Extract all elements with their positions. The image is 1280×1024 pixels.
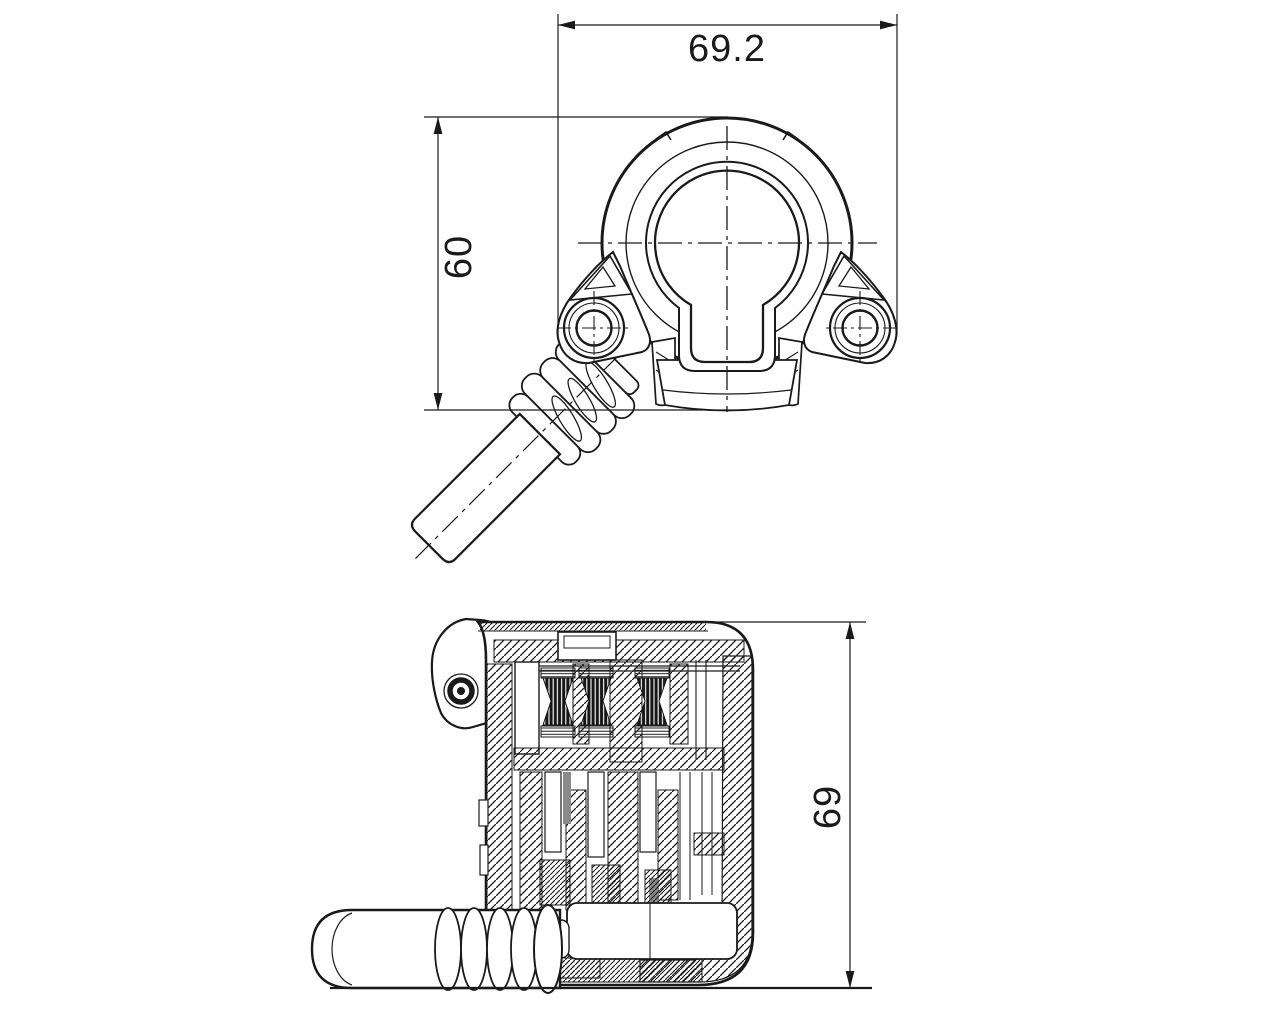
arrowhead <box>433 393 443 410</box>
hinge-hole-center <box>457 687 465 695</box>
hatch-column <box>669 663 689 745</box>
contact-pin <box>563 772 571 824</box>
section-view <box>310 617 755 994</box>
left-wall-bump <box>479 844 489 876</box>
front-cable-gland <box>410 334 640 564</box>
tube-ring <box>460 907 488 991</box>
arrowhead <box>433 117 443 134</box>
pin-channel <box>587 771 605 858</box>
dimension-value-height69: 69 <box>807 785 849 829</box>
terminal-seat <box>591 864 621 906</box>
bellows-ring-hole <box>567 377 598 423</box>
section-interior <box>513 659 738 960</box>
tube-ring <box>434 907 462 991</box>
mounting-ear-right <box>803 250 898 365</box>
dimension-annotations: 69.2 60 69 <box>330 14 898 990</box>
cable-centerline <box>410 354 620 564</box>
small-hatch-block <box>693 832 725 856</box>
pin-channel <box>639 771 657 853</box>
arrowhead <box>880 20 897 30</box>
mounting-ear-left <box>556 250 651 365</box>
left-wall-bump <box>478 799 489 827</box>
tube-end-arc <box>331 912 353 986</box>
dimension-body-height: 60 <box>424 116 732 411</box>
bottom-cavity <box>566 902 738 960</box>
terminal-block <box>519 771 543 913</box>
cap-hatch-band <box>493 639 745 663</box>
tube-collar <box>533 904 563 994</box>
latch-window-inner <box>563 635 611 649</box>
front-view <box>410 116 898 564</box>
dimension-value-width: 69.2 <box>688 28 766 70</box>
contact-spring-2 <box>578 667 614 738</box>
section-cable-tube <box>310 904 563 994</box>
dimension-overall-width: 69.2 <box>557 14 898 335</box>
contact-spring-1 <box>540 667 576 738</box>
bellows-ring-hole <box>551 395 583 442</box>
arrowhead <box>558 20 575 30</box>
mid-ledge <box>513 747 725 771</box>
terminal-seat <box>644 869 672 909</box>
top-tick-strip <box>480 623 706 631</box>
arrowhead <box>845 622 855 639</box>
dimension-value-height60: 60 <box>438 235 480 279</box>
lid-notch-right <box>782 130 799 141</box>
terminal-seat <box>539 859 571 906</box>
tube-ring <box>486 907 514 991</box>
pin-channel <box>544 771 562 853</box>
ear-gusset-cutout <box>583 265 617 290</box>
bottom-band <box>539 957 703 983</box>
contact-spring-3 <box>634 667 670 738</box>
lid-notch-left <box>655 130 672 141</box>
hinge-hole-ring <box>447 677 475 705</box>
dimension-overall-height: 69 <box>330 621 872 990</box>
ear-gusset-cutout <box>837 265 871 290</box>
arrowhead <box>845 971 855 988</box>
left-wall-hatch <box>486 663 513 920</box>
hinge-tab <box>430 617 502 730</box>
ear-gusset <box>820 254 886 301</box>
inner-channel <box>514 661 540 755</box>
hinge-hole-outer <box>443 673 479 709</box>
ear-gusset <box>568 254 634 301</box>
